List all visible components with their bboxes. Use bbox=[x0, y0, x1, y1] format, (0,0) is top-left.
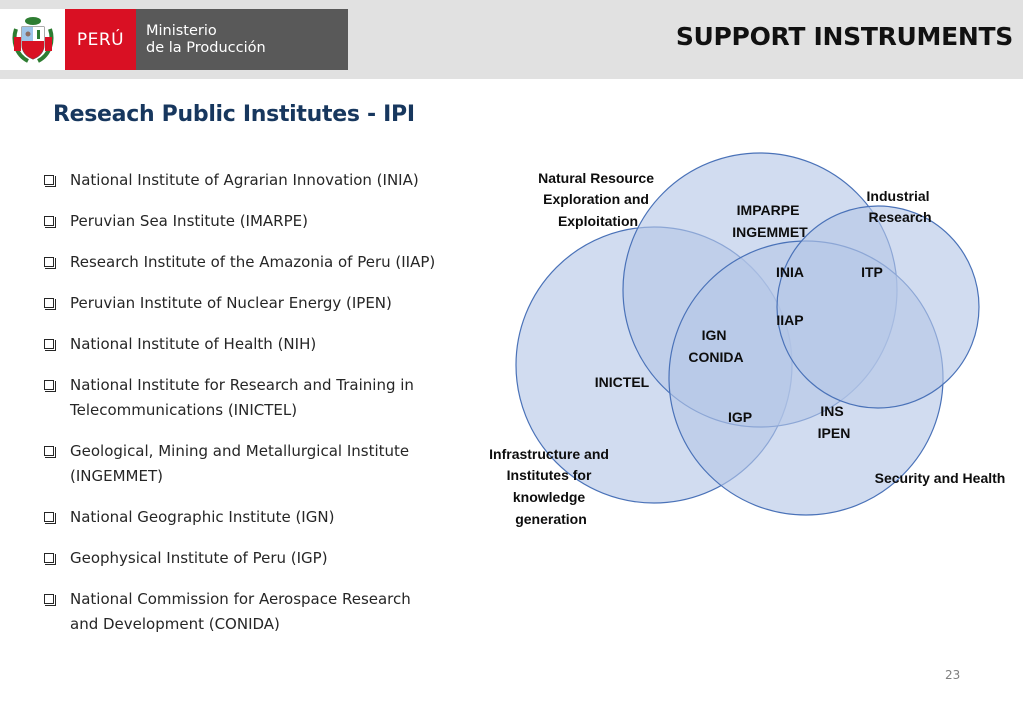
label-imarpe-ingemmet: IMPARPE INGEMMET bbox=[732, 202, 808, 240]
label-iiap: IIAP bbox=[776, 312, 803, 328]
logo-ministry: Ministerio de la Producción bbox=[136, 9, 348, 70]
label-inia: INIA bbox=[776, 264, 804, 280]
institute-name: Research Institute of the Amazonia of Pe… bbox=[70, 253, 436, 271]
institute-list-item: Geophysical Institute of Peru (IGP) bbox=[42, 546, 492, 571]
logo-country: PERÚ bbox=[65, 9, 136, 70]
institute-list-item: National Geographic Institute (IGN) bbox=[42, 505, 492, 530]
header-bar: PERÚ Ministerio de la Producción SUPPORT… bbox=[0, 0, 1023, 79]
institute-list-item: National Commission for Aerospace Resear… bbox=[42, 587, 492, 637]
institute-name-continued: (INGEMMET) bbox=[70, 467, 163, 485]
checkbox-bullet-icon bbox=[44, 594, 56, 606]
institute-list: National Institute of Agrarian Innovatio… bbox=[42, 168, 492, 653]
inner-labels: IMPARPE INGEMMET INIA ITP IIAP IGN CONID… bbox=[595, 202, 883, 441]
label-itp: ITP bbox=[861, 264, 883, 280]
peru-ministry-logo: PERÚ Ministerio de la Producción bbox=[0, 9, 348, 70]
label-industrial: Industrial Research bbox=[867, 188, 934, 225]
institute-name: National Commission for Aerospace Resear… bbox=[70, 590, 411, 608]
institute-name: Geological, Mining and Metallurgical Ins… bbox=[70, 442, 410, 460]
checkbox-bullet-icon bbox=[44, 380, 56, 392]
page-number: 23 bbox=[945, 668, 961, 682]
label-ins-ipen: INS IPEN bbox=[818, 403, 851, 441]
slide-title: SUPPORT INSTRUMENTS bbox=[675, 22, 1013, 51]
label-ign-conida: IGN CONIDA bbox=[688, 327, 743, 365]
section-subtitle: Reseach Public Institutes - IPI bbox=[53, 102, 415, 127]
venn-diagram: Natural Resource Exploration and Exploit… bbox=[489, 152, 1005, 527]
outer-labels: Natural Resource Exploration and Exploit… bbox=[489, 170, 1005, 527]
institute-list-item: National Institute of Health (NIH) bbox=[42, 332, 492, 357]
label-inictel: INICTEL bbox=[595, 374, 650, 390]
coat-of-arms-icon bbox=[0, 9, 65, 70]
institute-list-item: National Institute of Agrarian Innovatio… bbox=[42, 168, 492, 193]
checkbox-bullet-icon bbox=[44, 298, 56, 310]
label-security-health: Security and Health bbox=[875, 470, 1006, 486]
institute-list-item: Research Institute of the Amazonia of Pe… bbox=[42, 250, 492, 275]
logo-ministry-line1: Ministerio bbox=[146, 23, 217, 39]
institute-name: National Institute of Agrarian Innovatio… bbox=[70, 171, 419, 189]
institute-list-item: National Institute for Research and Trai… bbox=[42, 373, 492, 423]
institute-name: National Institute of Health (NIH) bbox=[70, 335, 317, 353]
institute-list-item: Geological, Mining and Metallurgical Ins… bbox=[42, 439, 492, 489]
circle-industrial bbox=[776, 205, 980, 409]
institute-list-item: Peruvian Institute of Nuclear Energy (IP… bbox=[42, 291, 492, 316]
checkbox-bullet-icon bbox=[44, 512, 56, 524]
checkbox-bullet-icon bbox=[44, 175, 56, 187]
label-igp: IGP bbox=[728, 409, 752, 425]
checkbox-bullet-icon bbox=[44, 339, 56, 351]
checkbox-bullet-icon bbox=[44, 446, 56, 458]
institute-name: Geophysical Institute of Peru (IGP) bbox=[70, 549, 328, 567]
institute-name-continued: Telecommunications (INICTEL) bbox=[70, 401, 298, 419]
institute-name-continued: and Development (CONIDA) bbox=[70, 615, 280, 633]
label-natural-resource: Natural Resource Exploration and Exploit… bbox=[538, 170, 658, 229]
institute-list-item: Peruvian Sea Institute (IMARPE) bbox=[42, 209, 492, 234]
label-infrastructure: Infrastructure and Institutes for knowle… bbox=[489, 446, 613, 527]
venn-circles bbox=[515, 152, 980, 516]
institute-name: Peruvian Institute of Nuclear Energy (IP… bbox=[70, 294, 392, 312]
checkbox-bullet-icon bbox=[44, 216, 56, 228]
institute-name: National Institute for Research and Trai… bbox=[70, 376, 414, 394]
checkbox-bullet-icon bbox=[44, 257, 56, 269]
logo-ministry-line2: de la Producción bbox=[146, 40, 266, 56]
institute-name: National Geographic Institute (IGN) bbox=[70, 508, 335, 526]
institute-name: Peruvian Sea Institute (IMARPE) bbox=[70, 212, 308, 230]
checkbox-bullet-icon bbox=[44, 553, 56, 565]
